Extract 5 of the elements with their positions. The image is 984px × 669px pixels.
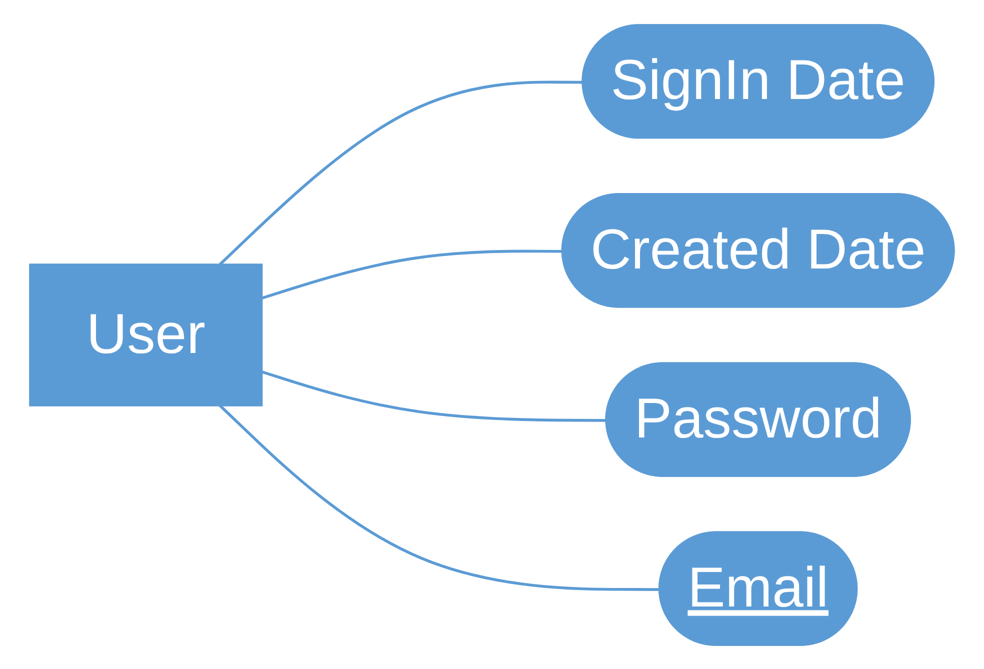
connector xyxy=(261,370,608,422)
connector xyxy=(218,80,584,266)
node-box: User xyxy=(29,263,263,406)
connector xyxy=(261,249,564,300)
connector xyxy=(218,404,660,590)
